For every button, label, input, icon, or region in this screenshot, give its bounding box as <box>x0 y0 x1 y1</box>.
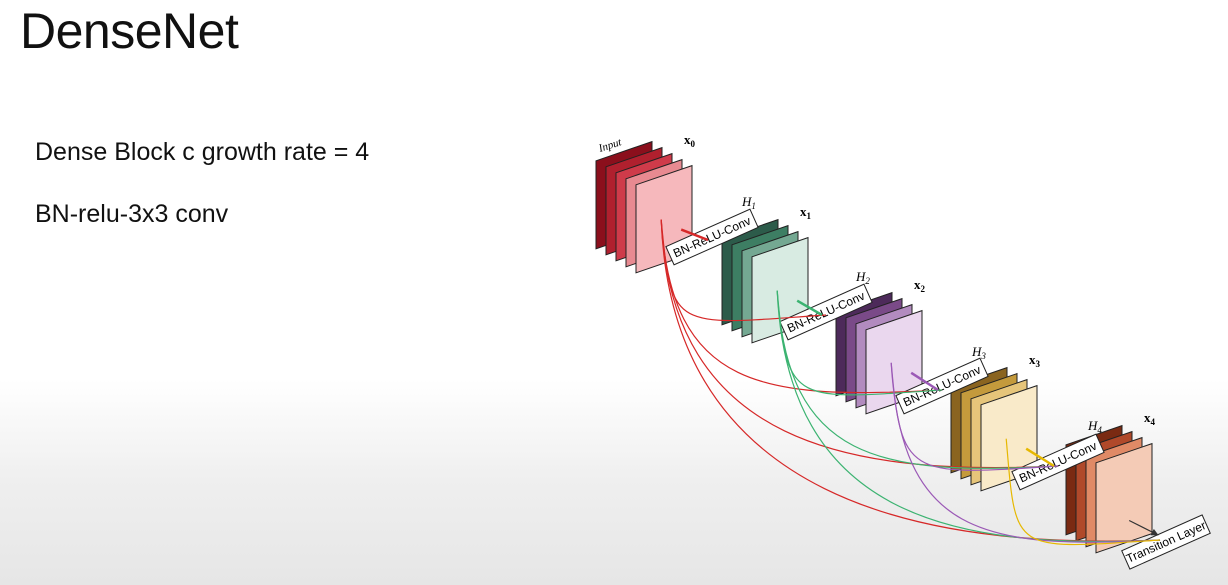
skip-connection <box>890 362 1161 543</box>
layer-label-h4: H4 <box>1087 418 1102 435</box>
direct-connection <box>680 228 709 242</box>
feature-map-stack-x2 <box>835 291 923 415</box>
state-label-x1: x1 <box>800 204 812 221</box>
skip-connection <box>660 219 1059 469</box>
feature-map-stack-x3 <box>950 366 1038 492</box>
growth-rate-text: Dense Block c growth rate = 4 <box>35 138 370 166</box>
state-label-x0: x0 <box>684 132 696 149</box>
skip-connection <box>1005 438 1161 546</box>
slide-title: DenseNet <box>20 3 239 59</box>
layer-composition-text: BN-relu-3x3 conv <box>35 200 229 228</box>
state-label-x3: x3 <box>1029 352 1041 369</box>
direct-connection <box>910 371 939 392</box>
state-label-x2: x2 <box>914 277 926 294</box>
skip-connection <box>776 290 1161 543</box>
skip-connection <box>660 219 943 394</box>
direct-connection <box>796 299 823 317</box>
feature-map-plate <box>1095 442 1153 554</box>
transition-arrow <box>1128 519 1159 536</box>
skip-connection <box>776 290 1059 469</box>
feature-map-stack-x0 <box>595 140 693 274</box>
layer-label-h1: H1 <box>741 194 756 211</box>
layer-label-h2: H2 <box>855 269 870 286</box>
direct-connection <box>1025 447 1055 468</box>
layer-label-h3: H3 <box>971 344 986 361</box>
state-label-x4: x4 <box>1144 410 1156 427</box>
